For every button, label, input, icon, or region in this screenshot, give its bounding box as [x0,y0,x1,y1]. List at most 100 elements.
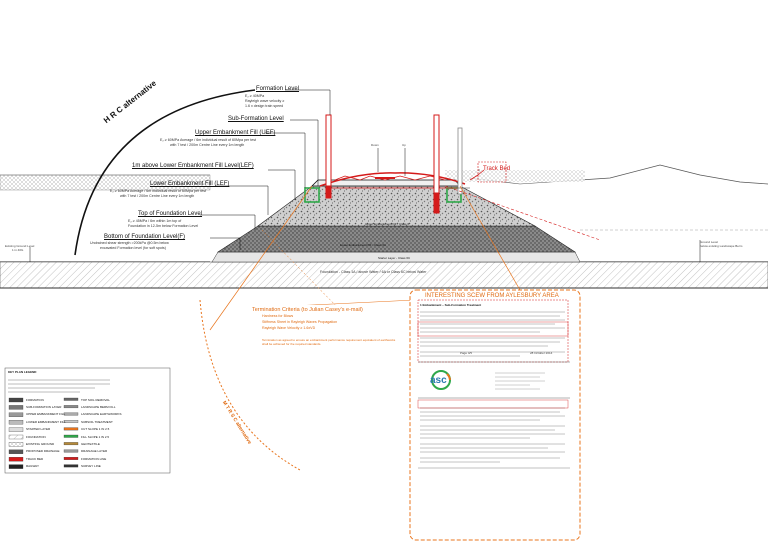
right-ground-label: Ground Level [700,240,719,244]
legend-swatch [8,405,24,410]
aylesbury-section: 1 Embankment – Sub-Formation Treatment [420,303,482,307]
uef-line-2: with 7 test / 200m Centre Line every 1m … [170,143,245,147]
legend-swatch [8,420,24,425]
legend-item: FILL SLOPE 1 IN 2.5 [81,434,110,439]
legend-swatch [8,427,24,432]
bottom-foundation-line-1: Undrained shear strength >200kPa @0.5m b… [90,241,169,245]
lef-body-label: Lower Embankment Fill - Class 6A [340,243,387,247]
termination-bullet-3: Rayleigh Wave Velocity ≥ 1.6xVD [262,326,316,330]
top-foundation-title: Top of Foundation Level [138,211,203,217]
legend-item: STARTER LAYER [26,427,51,432]
formation-bullet-3: 1.6 x design train speed [245,104,284,108]
aylesbury-date: 28 October 2014 [530,351,553,355]
formation-layer [311,179,461,187]
legend-item: CUT SLOPE 1 IN 2.5 [81,427,110,432]
legend-item: LANDSCAPE EARTHWORKS [81,412,122,417]
aylesbury-page: Page 4/5 [460,351,473,355]
left-drain [304,187,320,203]
aylesbury-title: INTERESTING SCEW FROM AYLESBURY AREA [425,293,559,299]
legend-item: SURVEY LINE [81,464,101,469]
legend-swatch [63,420,79,423]
leader-lines [29,89,701,262]
legend-item: FORMATION [26,397,44,402]
termination-bullet-1: Hardness for Blows [262,314,294,318]
lower-embankment-fill [216,225,577,253]
legend-swatches [8,397,79,469]
top-foundation-line-1: E₂ ≥ 45MPa / 6m within 1m top of [128,219,182,223]
legend-swatch [8,434,24,440]
legend-item: SUB-FORMATION LAYER [26,404,62,409]
legend-swatch [63,412,79,416]
foundation-layer [0,261,768,289]
legend-panel [4,367,171,474]
right-ground-sub: below existing Landscape Berm [700,244,743,248]
uef-body-label: Upper Embankment Fill - Class 6 [365,222,410,226]
track-bed-box [477,161,507,183]
legend-item: TRACK BED [26,456,44,461]
legend-swatch [63,397,79,401]
legend-swatch [63,405,79,409]
formation-bullet-2: Rayleigh wave velocity ≥ [245,99,285,103]
existing-ground-label: Existing Ground Level [5,244,35,248]
logo-text-lines [495,372,545,390]
sub-formation-level-label: Sub-Formation Level [228,116,284,122]
asc-logo: asc [430,370,451,390]
legend-item: UPPER EMBANKMENT FILL [26,412,66,417]
up-label: Up [402,143,406,147]
bottom-foundation-title: Bottom of Foundation Level(F) [104,234,186,240]
upper-alternative-arc [74,89,256,256]
legend-swatch [8,397,24,403]
starter-layer-label: Starter Layer - Class 6C [378,256,411,260]
termination-title: Termination Criteria (to Julian Casey's … [252,307,363,313]
legend-item: DRAINAGE LAYER [81,449,108,454]
existing-ground-sub: 1 in 40G [12,248,24,252]
legend-swatch [8,464,24,469]
legend-swatch [63,464,79,468]
legend-item: PROPOSED DRAINAGE [26,449,60,454]
upper-embankment-fill [257,185,536,227]
lef-title: Lower Embankment Fill (LEF) [150,181,230,187]
top-foundation-line-2: Foundation in 12-5m below Formation Leve… [128,224,199,228]
termination-criteria-box [250,305,405,385]
legend-swatch [63,434,79,438]
legend-item: EXISTING GROUND [26,441,55,446]
termination-bullet-2: Stiffness Sheet in Rayleigh Waves Propag… [262,320,338,324]
formation-bullet-1: E₂ ≥ 40MPa [245,94,265,98]
uef-line-1: E₂ ≥ 60MPa Average / 6m individual resul… [160,138,256,142]
foundation-class-label: Foundation - Class 1A / above Water / 6A… [320,270,427,274]
bottom-foundation-line-2: excavated Formation level (for soft spot… [100,246,166,250]
termination-note: Termination as agreed to ensure an emban… [262,338,396,346]
lef-above-title: 1m above Lower Embankment Fill Level(LEF… [132,163,254,169]
legend-title: KEY PLAN LEGEND [8,370,37,374]
legend-item: LANDSCAPE BERM FILL [81,404,116,409]
legend-item: GEOTEXTILE [81,441,100,446]
lef-line-2: with 7 test / 200m Centre Line every 1m … [120,194,195,198]
legend-swatch [63,449,79,453]
legend-swatch [8,442,24,447]
legend-swatch [63,457,79,460]
lower-alternative-arc [199,299,301,471]
legend-swatch [8,412,24,417]
aylesbury-document-frame [409,289,581,541]
legend-swatch [8,449,24,454]
track-bed-detail [319,114,485,214]
legend-item: TOP SOIL REMOVAL [81,397,110,402]
overhead-mast [457,127,463,195]
legend-item: RAILWAY [26,464,39,469]
legend-swatch [63,427,79,431]
legend-swatch [63,442,79,446]
down-label: Down [371,143,379,147]
legend-item: SUBSOIL TREATMENT [81,419,113,424]
formation-level-label: Formation Level [256,86,300,92]
track-bed-label: Track Bed [483,166,511,172]
document-text-lines [420,311,565,463]
legend-swatch [8,457,24,462]
lef-line-1: E₂ ≥ 60MPa Average / 6m individual resul… [110,189,206,193]
legend-item: FOUNDATION [26,434,46,439]
uef-title: Upper Embankment Fill (UEF) [195,130,276,136]
legend-item: LOWER EMBANKMENT FILL [26,419,66,424]
svg-text:asc: asc [430,375,447,386]
legend-item: FORMATION LINE [81,456,107,461]
